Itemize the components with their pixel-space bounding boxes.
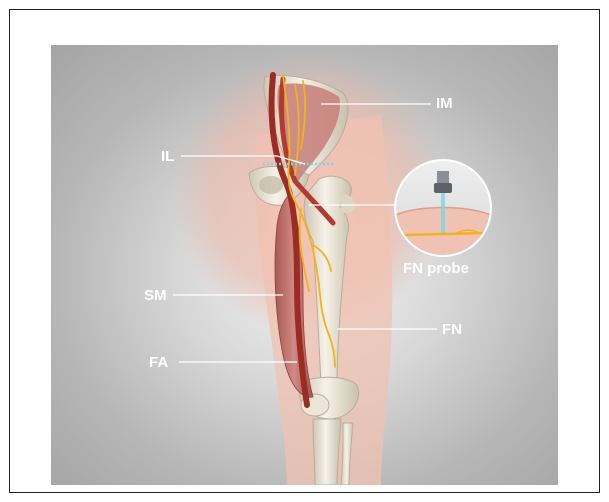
illustration-panel: IM IL SM FA FN FN probe xyxy=(51,45,558,485)
label-im: IM xyxy=(436,96,453,111)
label-fa: FA xyxy=(149,355,168,370)
label-fn-probe: FN probe xyxy=(403,261,469,276)
label-sm: SM xyxy=(144,288,167,303)
label-il: IL xyxy=(161,149,174,164)
label-fn: FN xyxy=(442,322,462,337)
thigh-anatomy-illustration xyxy=(51,45,558,485)
